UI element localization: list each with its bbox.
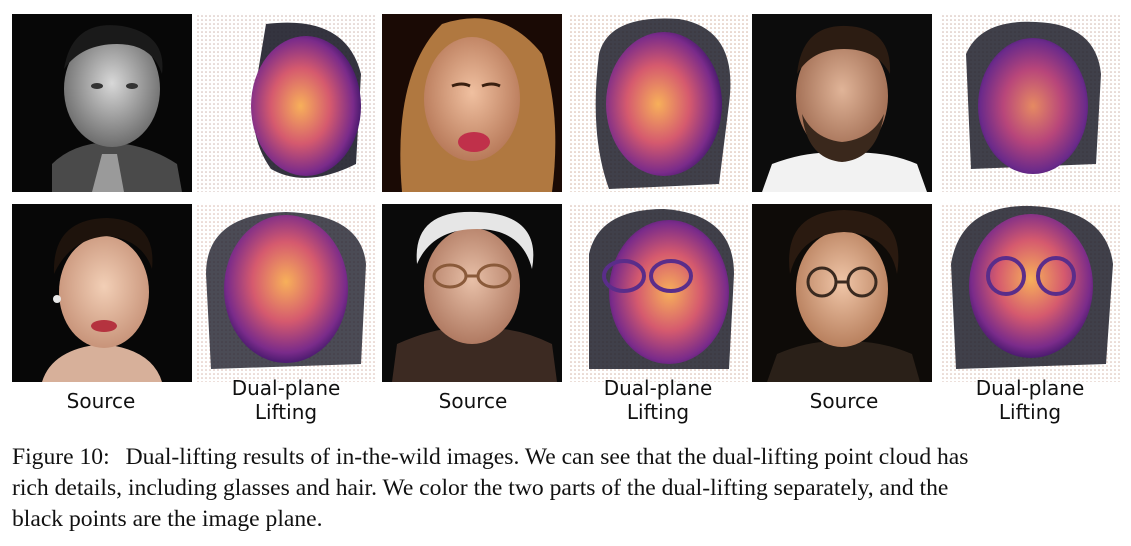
column-label-2: Dual-plane Lifting bbox=[191, 376, 381, 424]
source-image-1 bbox=[12, 14, 192, 192]
caption-line-2: rich details, including glasses and hair… bbox=[12, 475, 949, 501]
dual-plane-point-cloud-3 bbox=[941, 14, 1121, 192]
label-line: Source bbox=[66, 389, 136, 413]
label-line: Lifting bbox=[626, 400, 690, 424]
caption-line-3: black points are the image plane. bbox=[12, 506, 323, 532]
figure-number: Figure 10: bbox=[12, 444, 110, 470]
label-line: Source bbox=[438, 389, 508, 413]
column-label-3: Source bbox=[378, 389, 568, 413]
figure-caption: Figure 10: Dual-lifting results of in-th… bbox=[12, 442, 1122, 535]
caption-line-1: Figure 10: Dual-lifting results of in-th… bbox=[12, 442, 1122, 473]
label-line: Source bbox=[809, 389, 879, 413]
column-label-1: Source bbox=[6, 389, 196, 413]
source-image-4 bbox=[12, 204, 192, 382]
source-image-5 bbox=[382, 204, 562, 382]
label-line: Dual-plane bbox=[603, 376, 713, 400]
source-image-6 bbox=[752, 204, 932, 382]
dual-plane-point-cloud-2 bbox=[569, 14, 749, 192]
dual-plane-point-cloud-6 bbox=[941, 204, 1121, 382]
label-line: Lifting bbox=[998, 400, 1062, 424]
column-label-4: Dual-plane Lifting bbox=[563, 376, 753, 424]
column-label-6: Dual-plane Lifting bbox=[935, 376, 1125, 424]
dual-plane-point-cloud-1 bbox=[196, 14, 376, 192]
column-label-5: Source bbox=[749, 389, 939, 413]
dual-plane-point-cloud-5 bbox=[569, 204, 749, 382]
label-line: Lifting bbox=[254, 400, 318, 424]
dual-plane-point-cloud-4 bbox=[196, 204, 376, 382]
source-image-3 bbox=[752, 14, 932, 192]
source-image-2 bbox=[382, 14, 562, 192]
label-line: Dual-plane bbox=[975, 376, 1085, 400]
label-line: Dual-plane bbox=[231, 376, 341, 400]
caption-text: Dual-lifting results of in-the-wild imag… bbox=[125, 444, 969, 470]
